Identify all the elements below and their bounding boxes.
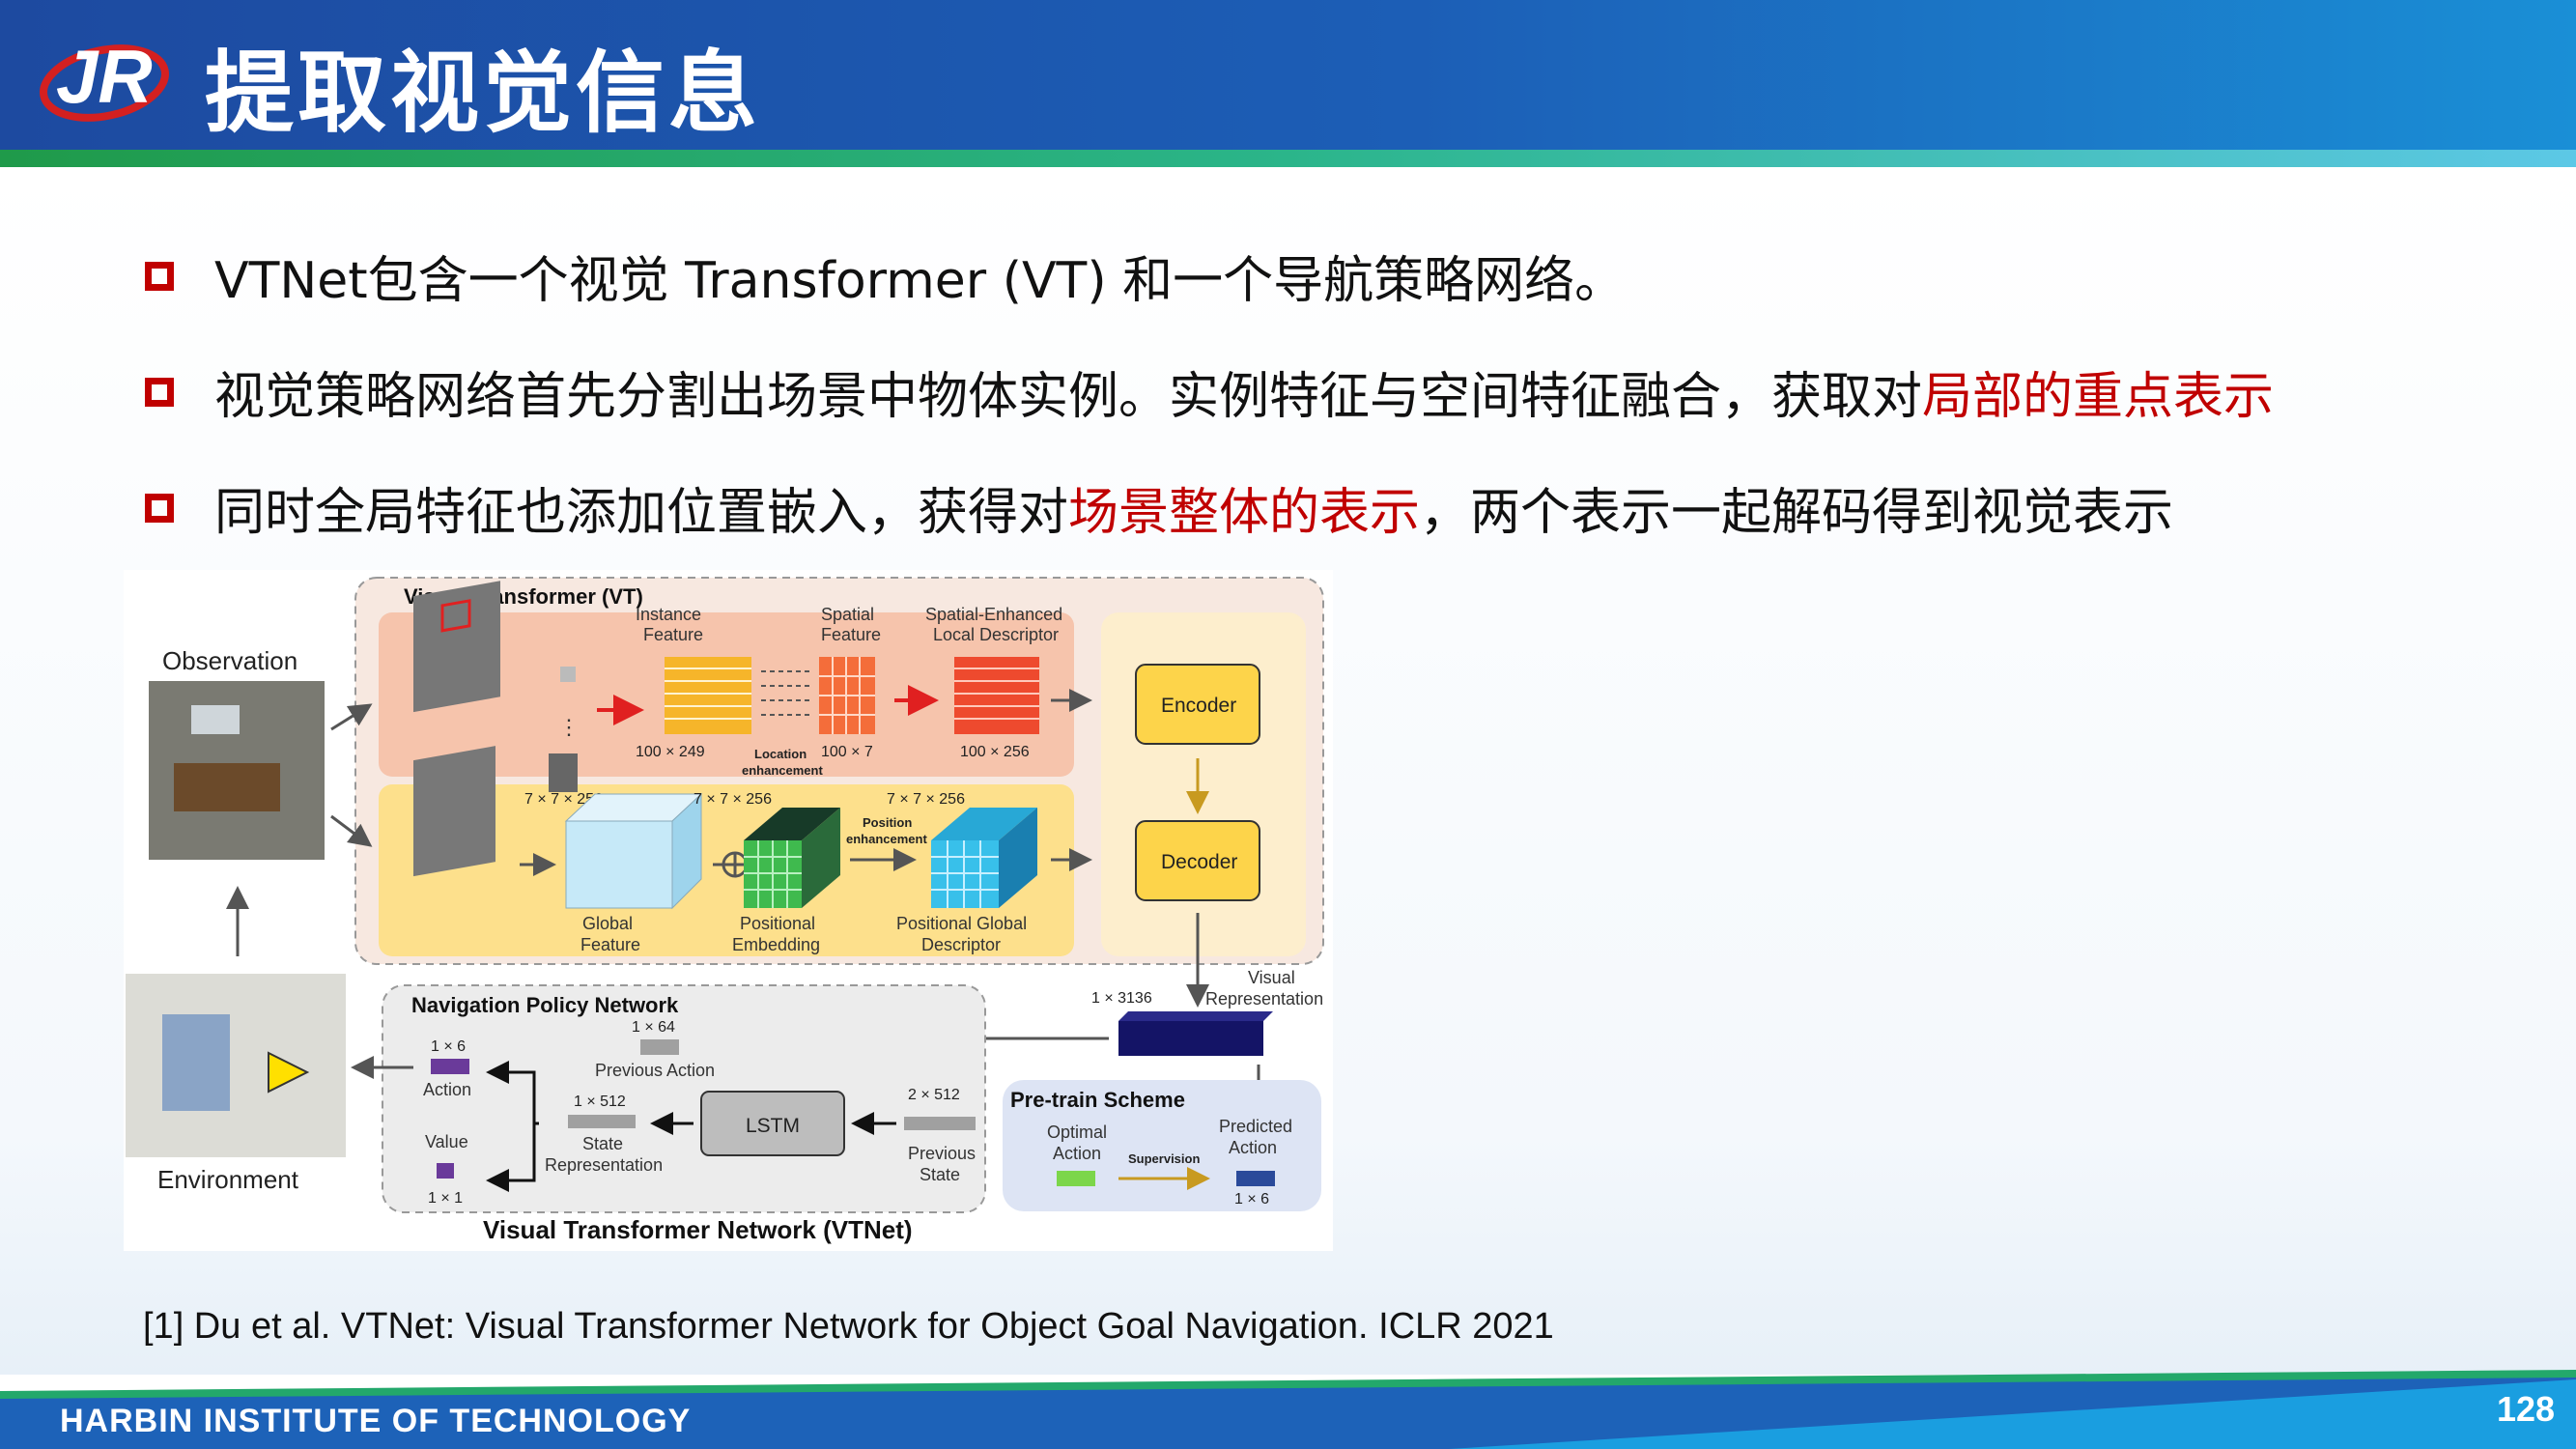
vtnet-figure: Observation Environment Visual Transform… xyxy=(124,570,1333,1251)
optimal-action-vector xyxy=(1057,1171,1095,1186)
previous-state-label-1: Previous xyxy=(908,1144,976,1163)
vtnet-caption: Visual Transformer Network (VTNet) xyxy=(483,1215,913,1244)
bullet-square-icon xyxy=(145,261,174,291)
dim-1x6-a: 1 × 6 xyxy=(431,1038,466,1055)
predicted-action-label-1: Predicted xyxy=(1219,1117,1292,1136)
global-feature-label-2: Feature xyxy=(580,935,640,954)
previous-state-vector xyxy=(904,1117,976,1130)
dim-1x1: 1 × 1 xyxy=(428,1190,463,1207)
positional-global-label-1: Positional Global xyxy=(896,914,1027,933)
bullet-square-icon xyxy=(145,493,174,523)
pretrain-title: Pre-train Scheme xyxy=(1010,1088,1185,1112)
bullet-1-text: VTNet包含一个视觉 Transformer (VT) 和一个导航策略网络。 xyxy=(214,252,1626,310)
bullet-3-text-a: 同时全局特征也添加位置嵌入，获得对 xyxy=(214,484,1069,542)
previous-action-label: Previous Action xyxy=(595,1061,715,1080)
spatial-feature-label-1: Spatial xyxy=(821,605,874,624)
bullet-1: VTNet包含一个视觉 Transformer (VT) 和一个导航策略网络。 xyxy=(145,240,1625,312)
position-enhancement-2: enhancement xyxy=(846,832,927,846)
nav-policy-container xyxy=(382,984,986,1213)
location-enhancement-2: enhancement xyxy=(742,763,823,778)
svg-text:⋮: ⋮ xyxy=(558,715,580,739)
bullet-2-highlight: 局部的重点表示 xyxy=(1922,368,2275,426)
dim-100x7: 100 × 7 xyxy=(821,744,873,760)
instance-feature-label-2: Feature xyxy=(643,625,703,644)
global-frame-image xyxy=(413,746,495,877)
instance-frame-image xyxy=(413,581,500,713)
encoder-box xyxy=(1135,664,1260,745)
spatial-enhanced-block xyxy=(954,657,1039,734)
predicted-action-label-2: Action xyxy=(1229,1138,1277,1157)
global-feature-block xyxy=(565,820,673,909)
environment-image xyxy=(126,974,346,1157)
decoder-box xyxy=(1135,820,1260,901)
bullet-3-text-b: ，两个表示一起解码得到视觉表示 xyxy=(1420,484,2174,542)
spatial-enhanced-label-2: Local Descriptor xyxy=(933,625,1059,644)
header-bar xyxy=(0,0,2576,150)
header-stripe xyxy=(0,150,2576,167)
dim-7x7x256-a: 7 × 7 × 256 xyxy=(524,791,603,808)
bullet-3: 同时全局特征也添加位置嵌入，获得对场景整体的表示，两个表示一起解码得到视觉表示 xyxy=(145,471,2173,544)
lstm-box xyxy=(700,1091,845,1156)
supervision-label: Supervision xyxy=(1128,1151,1200,1166)
lstm-label: LSTM xyxy=(746,1115,800,1137)
dim-7x7x256-c: 7 × 7 × 256 xyxy=(887,791,965,808)
optimal-action-label-1: Optimal xyxy=(1047,1122,1107,1142)
visual-representation-block xyxy=(1118,1021,1263,1056)
dim-1x3136: 1 × 3136 xyxy=(1091,990,1152,1007)
page-number: 128 xyxy=(2497,1389,2556,1429)
state-vector xyxy=(568,1115,636,1128)
observation-desk xyxy=(174,763,280,811)
previous-action-vector xyxy=(640,1039,679,1055)
observation-label: Observation xyxy=(162,646,297,675)
spatial-feature-label-2: Feature xyxy=(821,625,881,644)
dim-100x249: 100 × 249 xyxy=(636,744,705,760)
reference-citation: [1] Du et al. VTNet: Visual Transformer … xyxy=(143,1306,1554,1347)
previous-state-label-2: State xyxy=(920,1165,960,1184)
environment-label: Environment xyxy=(157,1165,299,1194)
instance-feature-block xyxy=(665,657,751,734)
decoder-label: Decoder xyxy=(1161,851,1237,873)
positional-global-label-2: Descriptor xyxy=(921,935,1001,954)
bullet-2-text: 视觉策略网络首先分割出场景中物体实例。实例特征与空间特征融合，获取对 xyxy=(214,368,1923,426)
action-vector xyxy=(431,1059,469,1074)
action-label: Action xyxy=(423,1080,471,1099)
agent-icon xyxy=(268,1051,310,1094)
footer-band xyxy=(0,1370,2576,1449)
dim-7x7x256-b: 7 × 7 × 256 xyxy=(694,791,772,808)
logo-lettering: JR xyxy=(56,34,153,119)
encoder-label: Encoder xyxy=(1161,695,1236,717)
vtnet-diagram: Observation Environment Visual Transform… xyxy=(126,577,1324,1244)
global-feature-label-1: Global xyxy=(582,914,633,933)
institution-name: HARBIN INSTITUTE OF TECHNOLOGY xyxy=(60,1403,692,1439)
dim-1x512: 1 × 512 xyxy=(574,1094,626,1110)
state-representation-label-1: State xyxy=(582,1134,623,1153)
position-enhancement-1: Position xyxy=(863,815,912,830)
visual-representation-label-2: Representation xyxy=(1205,989,1323,1009)
value-label: Value xyxy=(425,1132,468,1151)
predicted-action-vector xyxy=(1236,1171,1275,1186)
state-representation-label-2: Representation xyxy=(545,1155,663,1175)
dim-1x64: 1 × 64 xyxy=(632,1019,675,1036)
spatial-enhanced-label-1: Spatial-Enhanced xyxy=(925,605,1062,624)
hit-logo-icon: JR xyxy=(40,34,169,122)
bullet-square-icon xyxy=(145,377,174,407)
location-enhancement-1: Location xyxy=(754,747,807,761)
slide-title: 提取视觉信息 xyxy=(205,42,762,145)
bullet-2: 视觉策略网络首先分割出场景中物体实例。实例特征与空间特征融合，获取对局部的重点表… xyxy=(145,355,2274,428)
optimal-action-label-2: Action xyxy=(1053,1144,1101,1163)
dim-100x256: 100 × 256 xyxy=(960,744,1030,760)
dim-1x6-b: 1 × 6 xyxy=(1234,1191,1269,1208)
instance-feature-label-1: Instance xyxy=(636,605,701,624)
nav-policy-title: Navigation Policy Network xyxy=(411,993,679,1017)
dim-2x512: 2 × 512 xyxy=(908,1087,960,1103)
value-vector xyxy=(437,1163,454,1179)
visual-representation-label-1: Visual xyxy=(1248,968,1295,987)
positional-embedding-label-2: Embedding xyxy=(732,935,820,954)
bullet-3-highlight: 场景整体的表示 xyxy=(1068,484,1421,542)
positional-embedding-label-1: Positional xyxy=(740,914,815,933)
